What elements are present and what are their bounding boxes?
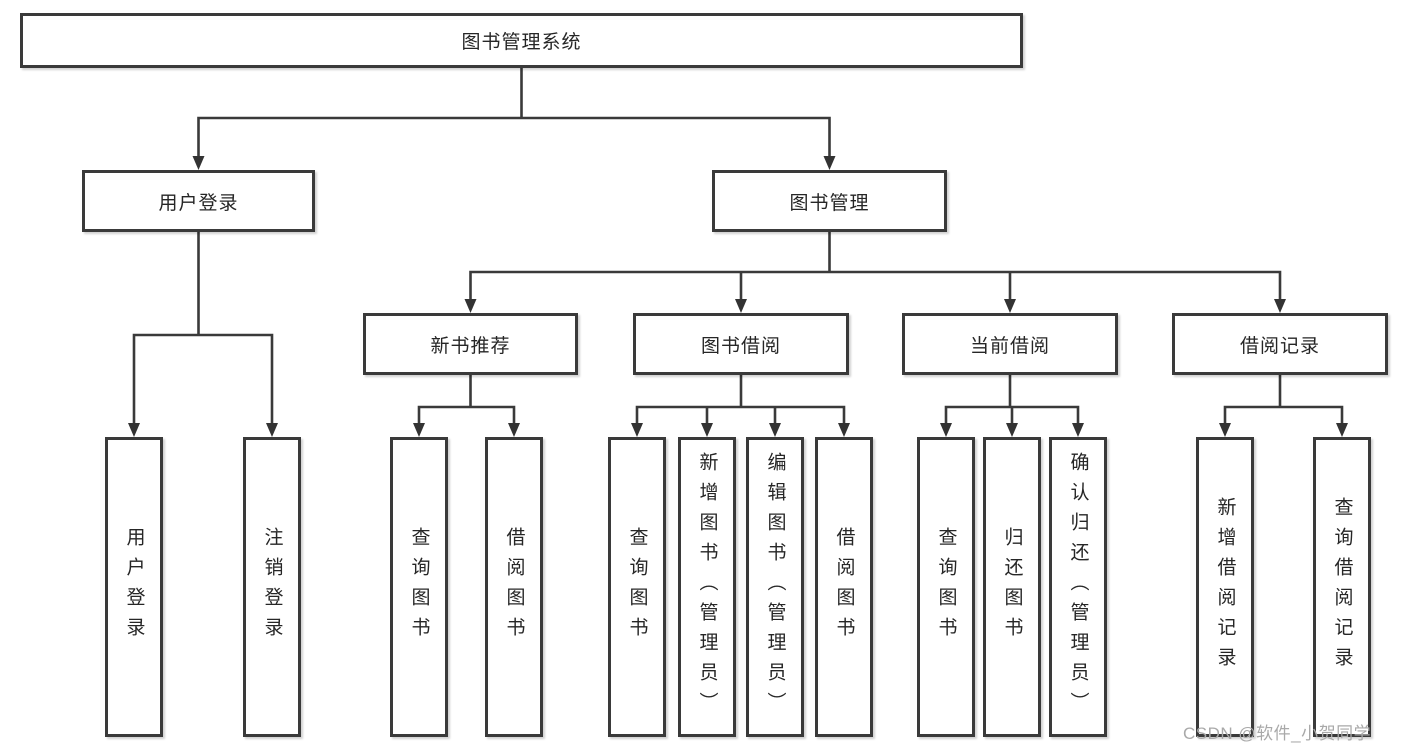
node-label: 当前借阅: [969, 335, 1050, 357]
leaf-query-books: 查询图书: [917, 437, 975, 737]
node-root-system: 图书管理系统: [20, 13, 1023, 68]
node-label: 查询图书: [408, 527, 430, 647]
node-book-management: 图书管理: [712, 170, 947, 232]
leaf-query-books: 查询图书: [608, 437, 666, 737]
node-book-borrow: 图书借阅: [633, 313, 849, 375]
node-label: 新增图书（管理员）: [696, 452, 718, 722]
leaf-query-borrow-record: 查询借阅记录: [1313, 437, 1371, 737]
leaf-query-books: 查询图书: [390, 437, 448, 737]
node-label: 图书管理系统: [461, 32, 582, 53]
node-label: 查询借阅记录: [1331, 497, 1353, 677]
node-label: 新增借阅记录: [1214, 497, 1236, 677]
node-user-login: 用户登录: [82, 170, 315, 232]
node-label: 用户登录: [123, 527, 145, 647]
leaf-logout: 注销登录: [243, 437, 301, 737]
node-current-borrow: 当前借阅: [902, 313, 1118, 375]
leaf-user-login: 用户登录: [105, 437, 163, 737]
csdn-watermark: CSDN @软件_小贺同学: [1183, 724, 1372, 743]
node-label: 查询图书: [935, 527, 957, 647]
leaf-add-books-admin: 新增图书（管理员）: [678, 437, 736, 737]
node-label: 用户登录: [158, 192, 239, 214]
node-label: 图书管理: [789, 192, 870, 214]
node-label: 查询图书: [626, 527, 648, 647]
leaf-add-borrow-record: 新增借阅记录: [1196, 437, 1254, 737]
node-label: 借阅记录: [1239, 335, 1320, 357]
leaf-return-books: 归还图书: [983, 437, 1041, 737]
node-label: 图书借阅: [700, 335, 781, 357]
node-label: 归还图书: [1001, 527, 1023, 647]
leaf-confirm-return-admin: 确认归还（管理员）: [1049, 437, 1107, 737]
node-borrow-records: 借阅记录: [1172, 313, 1388, 375]
node-label: 借阅图书: [503, 527, 525, 647]
leaf-borrow-books: 借阅图书: [815, 437, 873, 737]
node-label: 注销登录: [261, 527, 283, 647]
leaf-borrow-books: 借阅图书: [485, 437, 543, 737]
leaf-edit-books-admin: 编辑图书（管理员）: [746, 437, 804, 737]
node-new-book-recommend: 新书推荐: [363, 313, 578, 375]
node-label: 编辑图书（管理员）: [764, 452, 786, 722]
node-label: 新书推荐: [430, 335, 511, 357]
node-label: 确认归还（管理员）: [1067, 452, 1089, 722]
node-label: 借阅图书: [833, 527, 855, 647]
